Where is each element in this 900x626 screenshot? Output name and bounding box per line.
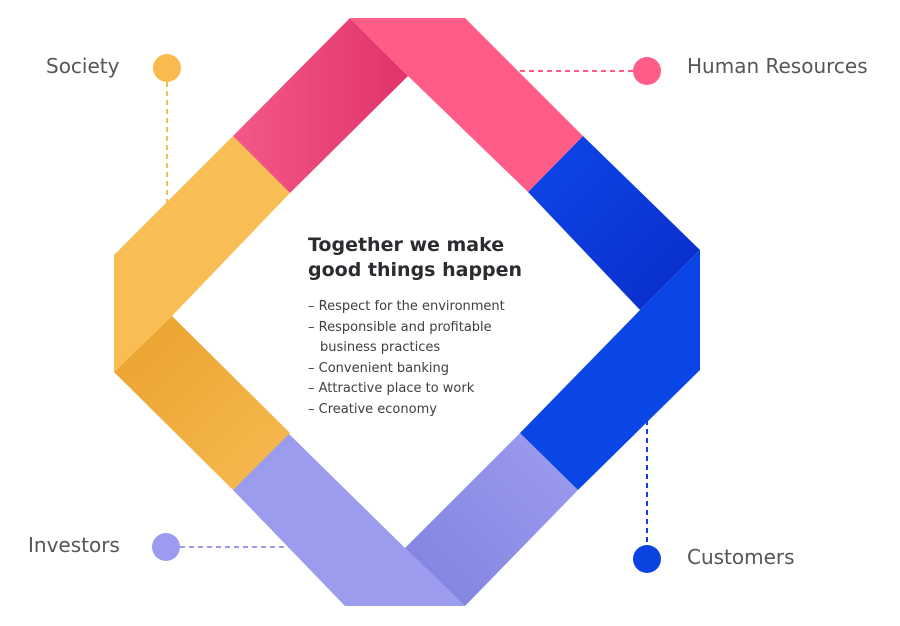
investors-dot [152, 533, 180, 561]
list-item: Creative economy [308, 400, 525, 421]
ribbon-lavender-right [405, 433, 578, 606]
ribbon-yellow-upper [114, 136, 290, 372]
ribbon-lavender-bottom [233, 433, 465, 606]
society-dot [153, 54, 181, 82]
center-content: Together we make good things happen Resp… [308, 233, 608, 420]
list-item: Attractive place to work [308, 379, 525, 400]
center-title: Together we make good things happen [308, 234, 523, 281]
human-resources-label: Human Resources [687, 54, 868, 78]
ribbon-pink-top [350, 18, 583, 192]
ribbon-blue-upper [528, 136, 700, 310]
values-list: Respect for the environment Responsible … [308, 297, 608, 420]
list-item: Respect for the environment [308, 297, 525, 318]
human-resources-dot [633, 57, 661, 85]
list-item: Convenient banking [308, 359, 525, 380]
society-label: Society [46, 54, 120, 78]
list-item: Responsible and profitable business prac… [308, 318, 525, 359]
investors-label: Investors [28, 533, 120, 557]
customers-label: Customers [687, 545, 795, 569]
ribbon-pink-left [233, 18, 408, 193]
ribbon-yellow-lower [114, 316, 290, 490]
ribbon-blue-lower [520, 250, 700, 490]
customers-dot [633, 545, 661, 573]
